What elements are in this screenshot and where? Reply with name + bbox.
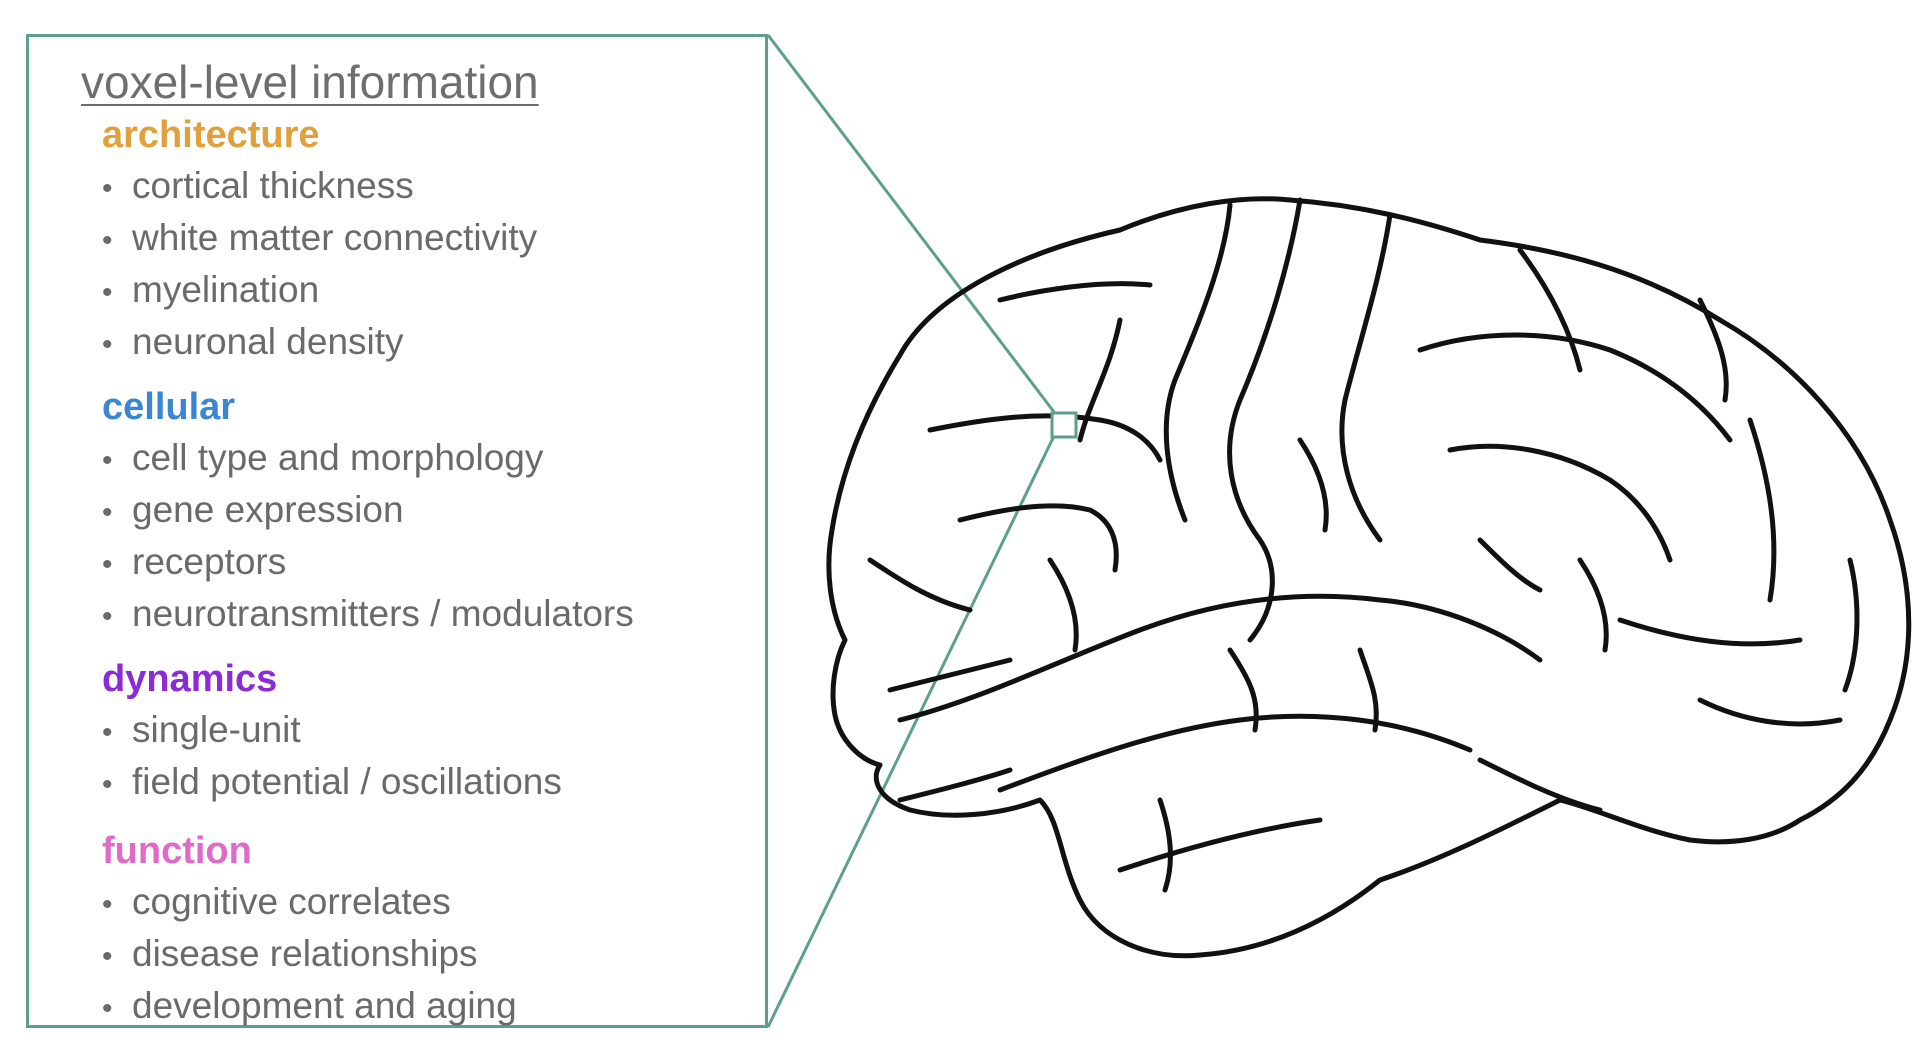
central-sulcus	[1227, 197, 1303, 643]
section-dynamics: dynamics • single-unit • field potential /…	[102, 657, 562, 809]
list-item-text: neurotransmitters / modulators	[132, 593, 634, 634]
occipital-sulcus-a	[1747, 417, 1777, 603]
section-architecture: architecture • cortical thickness • white …	[102, 113, 537, 369]
list-item-text: single-unit	[132, 709, 301, 750]
section-heading-dynamics: dynamics	[102, 658, 278, 700]
list-item-text: myelination	[132, 269, 320, 310]
voxel-info-box: voxel-level information architecture • co…	[26, 34, 768, 1028]
bullet-icon: •	[102, 276, 113, 309]
section-heading-function: function	[102, 830, 252, 872]
lateral-fissure	[897, 593, 1543, 723]
list-item-text: neuronal density	[132, 321, 404, 362]
bullet-icon: •	[102, 224, 113, 257]
list-item: • disease relationships	[102, 929, 517, 981]
minor-sulcus-e	[1697, 297, 1729, 403]
superior-frontal-sulcus	[997, 281, 1153, 303]
list-item: • myelination	[102, 265, 537, 317]
list-item: • development and aging	[102, 981, 517, 1033]
list-item: • white matter connectivity	[102, 213, 537, 265]
minor-sulcus-f	[897, 767, 1013, 803]
list-item: • gene expression	[102, 485, 634, 537]
frontal-gyrus-a	[1077, 317, 1123, 443]
list-item: • neurotransmitters / modulators	[102, 589, 634, 641]
list-item: • field potential / oscillations	[102, 757, 562, 809]
temporal-gyrus-a	[1477, 757, 1603, 813]
occipital-sulcus-b	[1617, 617, 1803, 647]
parietal-gyrus-b	[1447, 443, 1673, 563]
inferior-temporal-sulcus	[1117, 817, 1323, 873]
occipital-sulcus-c	[1697, 697, 1843, 727]
voxel-marker	[1050, 411, 1078, 439]
postcentral-sulcus	[1339, 212, 1393, 543]
orbital-sulcus	[887, 657, 1013, 693]
cellular-list: • cell type and morphology • gene expressi…	[102, 433, 634, 641]
bullet-icon: •	[102, 444, 113, 477]
list-item-text: receptors	[132, 541, 287, 582]
list-item: • single-unit	[102, 705, 562, 757]
architecture-list: • cortical thickness • white matter connec…	[102, 161, 537, 369]
list-item: • cell type and morphology	[102, 433, 634, 485]
inferior-frontal-sulcus	[927, 413, 1163, 463]
minor-sulcus-b	[1297, 437, 1329, 533]
list-item-text: cell type and morphology	[132, 437, 544, 478]
bullet-icon: •	[102, 888, 113, 921]
bullet-icon: •	[102, 716, 113, 749]
frontal-gyrus-c	[867, 557, 973, 613]
list-item-text: development and aging	[132, 985, 517, 1026]
section-heading-architecture: architecture	[102, 114, 320, 156]
superior-temporal-sulcus	[997, 713, 1473, 793]
temporal-gyrus-d	[1157, 797, 1173, 893]
bullet-icon: •	[102, 768, 113, 801]
bullet-icon: •	[102, 328, 113, 361]
list-item-text: white matter connectivity	[132, 217, 538, 258]
bullet-icon: •	[102, 548, 113, 581]
lunate-sulcus	[1842, 557, 1860, 693]
intraparietal-sulcus	[1417, 332, 1733, 443]
list-item-text: cortical thickness	[132, 165, 414, 206]
list-item: • cortical thickness	[102, 161, 537, 213]
precentral-sulcus	[1163, 202, 1233, 523]
temporal-gyrus-c	[1357, 647, 1379, 733]
bullet-icon: •	[102, 496, 113, 529]
bullet-icon: •	[102, 600, 113, 633]
list-item: • receptors	[102, 537, 634, 589]
bullet-icon: •	[102, 172, 113, 205]
list-item-text: cognitive correlates	[132, 881, 451, 922]
minor-sulcus-d	[1577, 557, 1609, 653]
list-item: • cognitive correlates	[102, 877, 517, 929]
minor-sulcus-a	[1047, 557, 1079, 653]
box-title: voxel-level information	[81, 56, 539, 108]
minor-sulcus-c	[1477, 537, 1543, 593]
list-item-text: field potential / oscillations	[132, 761, 562, 802]
list-item-text: gene expression	[132, 489, 404, 530]
dynamics-list: • single-unit • field potential / oscillat…	[102, 705, 562, 809]
temporal-gyrus-b	[1227, 647, 1259, 733]
section-cellular: cellular • cell type and morphology • gene…	[102, 385, 634, 641]
list-item: • neuronal density	[102, 317, 537, 369]
parietal-gyrus-a	[1517, 247, 1583, 373]
list-item-text: disease relationships	[132, 933, 478, 974]
bullet-icon: •	[102, 940, 113, 973]
frontal-gyrus-b	[957, 503, 1119, 573]
section-heading-cellular: cellular	[102, 386, 236, 428]
section-function: function • cognitive correlates • disease …	[102, 829, 517, 1033]
function-list: • cognitive correlates • disease relations…	[102, 877, 517, 1033]
bullet-icon: •	[102, 992, 113, 1025]
